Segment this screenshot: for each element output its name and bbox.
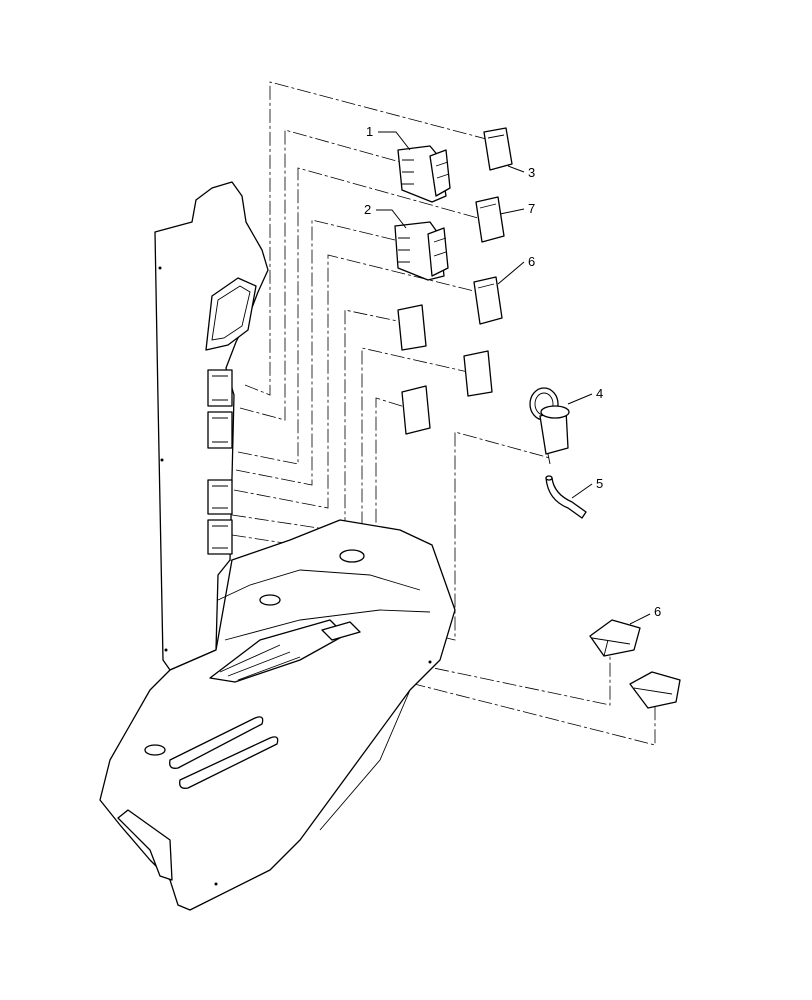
- switch-cover-3: [483, 127, 513, 171]
- console-mark-4: [428, 660, 432, 664]
- console-panel: [99, 181, 456, 911]
- alignment-line-7: [237, 167, 479, 465]
- rocker-switch-1: [397, 145, 451, 203]
- callout-labels: 1 2 3 7 6 4 5 6: [364, 124, 661, 619]
- panel-slot-2: [207, 411, 233, 449]
- leader-5: [571, 483, 593, 499]
- switch-1-terminals: [402, 159, 414, 185]
- callout-6-upper: 6: [528, 254, 535, 269]
- switch-cover-6-upper: [473, 276, 503, 325]
- alignment-line-3: [244, 81, 491, 396]
- console-mark-2: [160, 458, 164, 462]
- panel-slot-4: [207, 519, 233, 555]
- leader-3: [507, 165, 525, 173]
- switch-1-rocker: [435, 161, 450, 179]
- console-small-opening: [321, 621, 361, 641]
- wire-lead-5: [545, 475, 587, 519]
- alignment-line-2: [235, 219, 396, 486]
- callout-2: 2: [364, 202, 371, 217]
- alignment-line-cover: [299, 654, 656, 746]
- callout-5: 5: [596, 476, 603, 491]
- blank-plug-a: [397, 304, 427, 351]
- console-long-slot-2: [179, 736, 279, 789]
- console-inner-edge: [217, 569, 421, 601]
- console-long-slot-1: [169, 716, 264, 769]
- leader-2: [376, 209, 407, 229]
- console-hole-left: [259, 594, 281, 606]
- console-hole-lower: [144, 744, 166, 756]
- switch-2-terminals: [398, 237, 410, 263]
- console-window-glass: [211, 285, 251, 341]
- callout-3: 3: [528, 165, 535, 180]
- alignment-line-blank-a: [231, 309, 403, 533]
- switch-2-rocker: [433, 237, 447, 257]
- alignment-line-1: [239, 129, 401, 421]
- leader-1: [378, 131, 411, 151]
- leader-4: [567, 393, 593, 405]
- console-hole-upper: [339, 549, 365, 563]
- socket-rim: [540, 405, 570, 419]
- panel-slot-1: [207, 369, 233, 407]
- console-lower-edge: [319, 689, 411, 831]
- console-mark-3: [164, 648, 168, 652]
- power-socket-4: [529, 387, 570, 465]
- callout-1: 1: [366, 124, 373, 139]
- leader-6-upper: [497, 261, 525, 285]
- console-lower-lip: [117, 809, 173, 881]
- blank-cover-lower: [629, 671, 681, 709]
- console-window-frame: [205, 277, 257, 351]
- switch-cover-7: [475, 196, 505, 243]
- console-inner-edge-2: [224, 609, 431, 641]
- blank-plug-c: [401, 385, 431, 435]
- callout-7: 7: [528, 201, 535, 216]
- leader-6-lower: [629, 613, 651, 625]
- blank-plug-b: [463, 350, 493, 397]
- console-switch-bank-detail: [219, 644, 301, 681]
- callout-4: 4: [596, 386, 603, 401]
- callout-6-lower: 6: [654, 604, 661, 619]
- panel-slot-detail: [212, 375, 228, 549]
- switch-2-face: [427, 227, 449, 277]
- rocker-switch-2: [394, 221, 449, 281]
- switch-1-face: [429, 149, 451, 197]
- leader-7: [499, 208, 525, 215]
- alignment-line-6: [233, 254, 479, 509]
- switch-cover-6-lower: [589, 619, 641, 657]
- console-mark-5: [214, 882, 218, 886]
- leader-lines: [376, 131, 651, 625]
- console-top-plate: [99, 519, 456, 911]
- console-mark-1: [158, 266, 162, 270]
- panel-slot-3: [207, 479, 233, 515]
